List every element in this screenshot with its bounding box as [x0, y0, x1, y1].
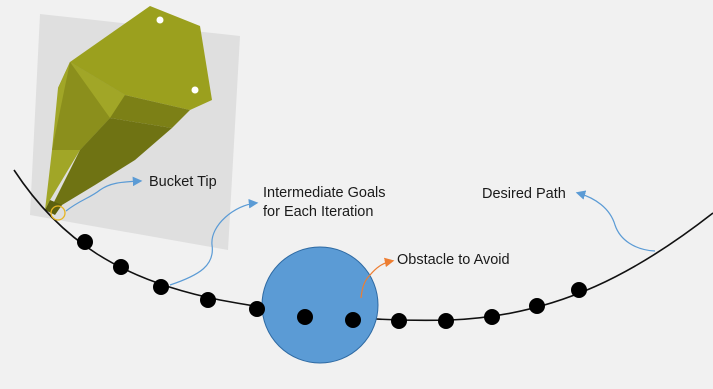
obstacle-arrow [360, 257, 395, 299]
goal-dot [529, 298, 545, 314]
goal-dot [297, 309, 313, 325]
bucket-inner-shade [52, 62, 110, 150]
bucket-front-face [50, 118, 172, 210]
pin-hole-upper [156, 16, 164, 24]
goal-dot [484, 309, 500, 325]
goal-dot [153, 279, 169, 295]
goal-dot [571, 282, 587, 298]
goal-dot [77, 234, 93, 250]
intermediate-goals-label-line1: Intermediate Goals [263, 185, 386, 201]
intermediate-goals-arrow [169, 198, 259, 286]
bucket-side-plate [70, 6, 212, 110]
obstacle-circle [261, 246, 379, 364]
intermediate-goals [77, 234, 587, 329]
desired-path-arrow [575, 190, 656, 252]
goal-dot [200, 292, 216, 308]
goal-dot [249, 301, 265, 317]
bucket-tip-arrow [65, 176, 143, 212]
pin-hole-lower [191, 86, 199, 94]
obstacle-label: Obstacle to Avoid [397, 252, 510, 268]
goal-dot [345, 312, 361, 328]
bucket-tip-marker [50, 205, 66, 221]
goal-dot [113, 259, 129, 275]
desired-path-label: Desired Path [482, 186, 566, 202]
intermediate-goals-label-line2: for Each Iteration [263, 204, 374, 220]
intermediate-goals-label: Intermediate Goals for Each Iteration [263, 184, 386, 222]
excavator-bucket [45, 6, 212, 215]
bucket-tip-label: Bucket Tip [149, 174, 217, 190]
goal-dot [438, 313, 454, 329]
goal-dot [391, 313, 407, 329]
